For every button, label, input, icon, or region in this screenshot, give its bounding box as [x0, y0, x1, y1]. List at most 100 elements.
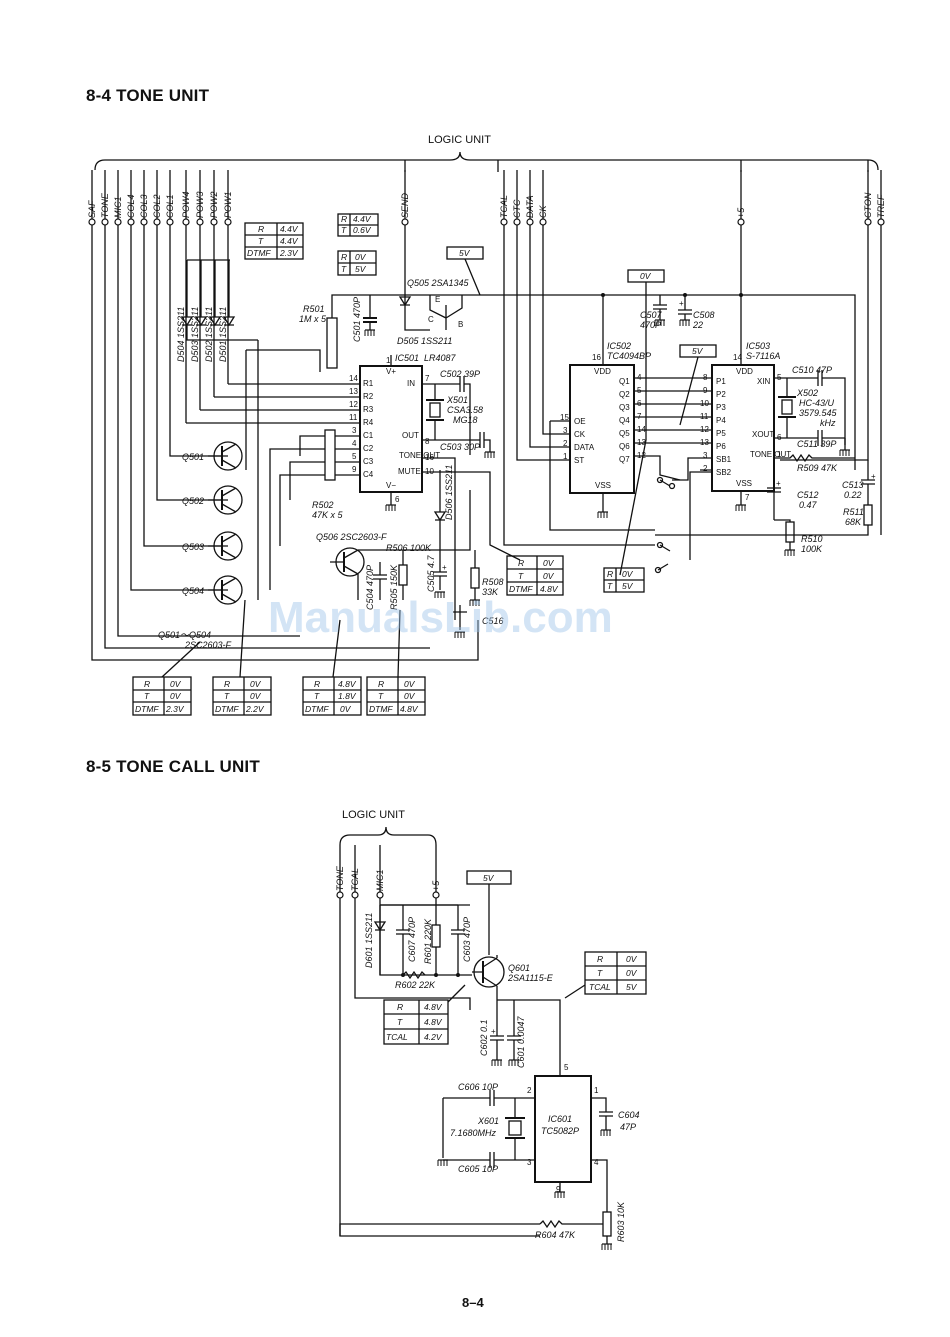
c604-capacitor: C604 47P	[591, 1097, 640, 1137]
svg-text:2.2V: 2.2V	[245, 704, 265, 714]
svg-text:X601: X601	[477, 1116, 499, 1126]
tcall-connector-tcal: TCAL	[350, 868, 360, 891]
svg-text:1: 1	[777, 450, 782, 459]
svg-text:DTMF: DTMF	[369, 704, 393, 714]
svg-text:CK: CK	[574, 430, 586, 439]
svg-text:T: T	[258, 236, 264, 246]
svg-text:P2: P2	[716, 390, 726, 399]
svg-text:Q7: Q7	[619, 455, 630, 464]
r510-resistor: R510 100K	[774, 519, 823, 557]
svg-text:D503 1SS211: D503 1SS211	[190, 307, 200, 362]
c603-capacitor: C603 470P	[451, 905, 472, 975]
svg-text:Q5: Q5	[619, 429, 630, 438]
tone-5v-box-a: 5V	[446, 246, 484, 260]
svg-text:C511 39P: C511 39P	[797, 439, 836, 449]
svg-text:2: 2	[563, 439, 568, 448]
svg-text:P1: P1	[716, 377, 726, 386]
svg-text:R506 100K: R506 100K	[386, 543, 432, 553]
svg-text:Q1: Q1	[619, 377, 630, 386]
svg-text:4: 4	[352, 439, 357, 448]
svg-text:T: T	[341, 225, 347, 235]
svg-text:C: C	[428, 315, 434, 324]
svg-text:Q503: Q503	[182, 542, 204, 552]
svg-text:4.2V: 4.2V	[424, 1032, 443, 1042]
svg-text:2: 2	[703, 464, 708, 473]
r601-resistor: R601 220K	[423, 905, 441, 975]
svg-text:C502 39P: C502 39P	[440, 369, 480, 379]
svg-text:DTMF: DTMF	[509, 584, 533, 594]
svg-text:LR4087: LR4087	[424, 353, 457, 363]
tone-unit-heading: 8-4 TONE UNIT	[86, 86, 210, 105]
svg-text:0V: 0V	[170, 679, 182, 689]
svg-text:0V: 0V	[404, 679, 416, 689]
r502-label: R502	[312, 500, 334, 510]
c512-capacitor: + C512 0.47	[767, 458, 819, 520]
c503-capacitor: C503 30P	[422, 432, 496, 459]
svg-text:11: 11	[349, 413, 358, 422]
svg-text:4.8V: 4.8V	[424, 1002, 443, 1012]
r506-resistor: R506 100K	[386, 543, 432, 553]
svg-text:C605 10P: C605 10P	[458, 1164, 498, 1174]
svg-text:1.8V: 1.8V	[338, 691, 357, 701]
svg-text:5V: 5V	[459, 248, 471, 258]
q502-transistor: Q502	[182, 485, 243, 515]
svg-text:VDD: VDD	[736, 367, 753, 376]
c511-capacitor: C511 39P	[774, 430, 851, 457]
q504-transistor: Q504	[182, 575, 243, 605]
c502-capacitor: C502 39P	[422, 369, 480, 455]
svg-text:0V: 0V	[543, 571, 555, 581]
svg-text:0V: 0V	[626, 968, 638, 978]
svg-text:Q2: Q2	[619, 390, 630, 399]
q505-transistor: ECB Q505 2SA1345	[404, 225, 470, 331]
svg-text:4.4V: 4.4V	[280, 224, 299, 234]
svg-text:CSA3.58: CSA3.58	[447, 405, 483, 415]
svg-text:R: R	[224, 679, 230, 689]
c501-capacitor: C501 470P	[352, 295, 377, 342]
c606-capacitor: C606 10P	[442, 1082, 535, 1158]
svg-text:P4: P4	[716, 416, 726, 425]
svg-text:12: 12	[349, 400, 358, 409]
svg-text:Q506 2SC2603-F: Q506 2SC2603-F	[316, 532, 387, 542]
tcall-5v-box: 5V	[466, 870, 512, 885]
svg-text:16: 16	[592, 353, 601, 362]
svg-text:7.1680MHz: 7.1680MHz	[450, 1128, 497, 1138]
svg-text:C3: C3	[363, 457, 374, 466]
svg-text:0V: 0V	[250, 679, 262, 689]
svg-text:T: T	[224, 691, 230, 701]
q501-q504-part: 2SC2603-F	[184, 640, 232, 650]
q501-transistor: Q501	[182, 441, 243, 471]
svg-text:TCAL: TCAL	[589, 982, 611, 992]
svg-text:5V: 5V	[483, 873, 495, 883]
svg-text:5V: 5V	[626, 982, 638, 992]
svg-text:R: R	[597, 954, 603, 964]
svg-text:R: R	[397, 1002, 403, 1012]
svg-text:C513: C513	[842, 480, 864, 490]
svg-text:C4: C4	[363, 470, 374, 479]
tone-logic-unit-label: LOGIC UNIT	[428, 134, 491, 146]
tone-left-connectors: SAF TONE MIC1 COL4 COL3 COL2 COL1 POW4 P…	[87, 191, 233, 226]
svg-text:0V: 0V	[404, 691, 416, 701]
svg-text:DTMF: DTMF	[215, 704, 239, 714]
svg-text:ST: ST	[574, 456, 584, 465]
svg-text:XOUT: XOUT	[752, 430, 774, 439]
svg-text:DTMF: DTMF	[247, 248, 271, 258]
svg-text:R604 47K: R604 47K	[535, 1230, 576, 1240]
svg-text:D601 1SS211: D601 1SS211	[364, 913, 374, 968]
svg-text:DTMF: DTMF	[135, 704, 159, 714]
svg-text:D505 1SS211: D505 1SS211	[397, 336, 452, 346]
svg-text:4.8V: 4.8V	[400, 704, 419, 714]
svg-text:R510: R510	[801, 534, 823, 544]
svg-text:Q501: Q501	[182, 452, 204, 462]
svg-text:+: +	[776, 479, 781, 488]
svg-text:C602 0.1: C602 0.1	[479, 1019, 489, 1056]
svg-text:+: +	[871, 472, 876, 481]
svg-text:11: 11	[700, 412, 709, 421]
svg-text:33K: 33K	[482, 587, 499, 597]
c508-capacitor: + C508 22	[678, 299, 715, 330]
